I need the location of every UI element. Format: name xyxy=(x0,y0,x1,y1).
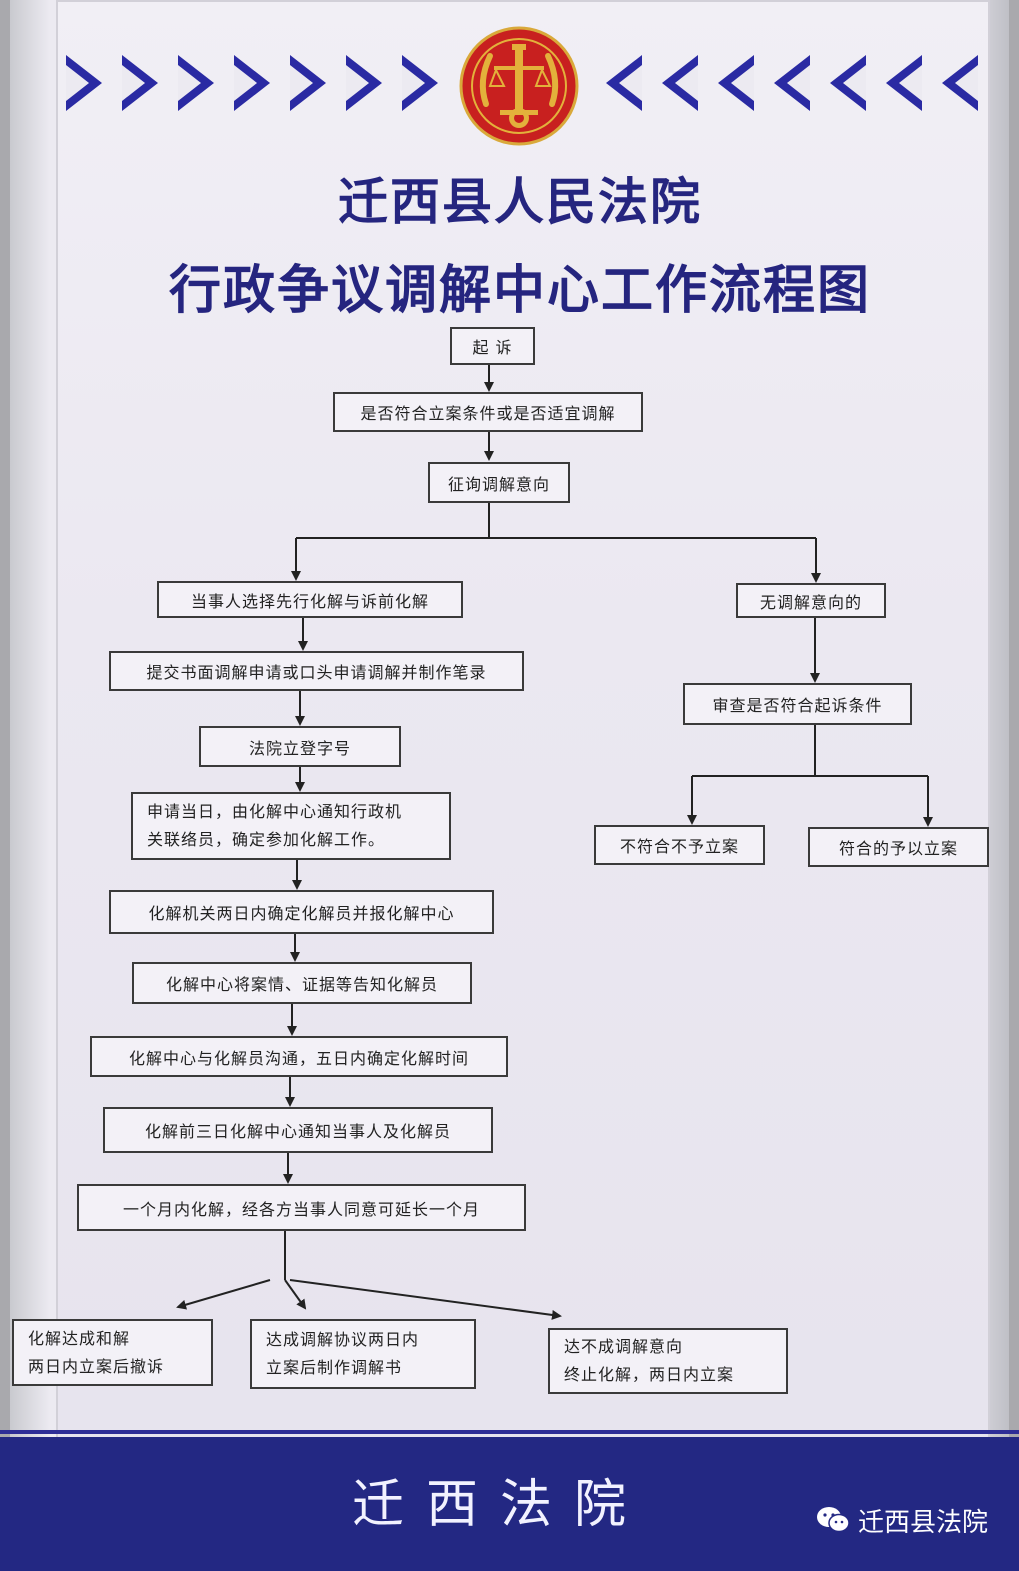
flow-node-submit-application: 提交书面调解申请或口头申请调解并制作笔录 xyxy=(109,651,524,691)
flow-outcome-no-agreement: 达不成调解意向 终止化解，两日内立案 xyxy=(548,1328,788,1394)
flow-node-confirm-mediator: 化解机关两日内确定化解员并报化解中心 xyxy=(109,890,494,934)
flow-node-file-suit: 起 诉 xyxy=(450,327,535,365)
chevron-left-icon xyxy=(606,55,642,111)
court-emblem-icon xyxy=(459,26,579,146)
footer-text: 迁西法院 xyxy=(351,1475,648,1535)
wechat-watermark: 迁西县法院 xyxy=(816,1500,988,1540)
flow-node-check-filing: 是否符合立案条件或是否适宜调解 xyxy=(333,392,643,432)
chevron-right-icon xyxy=(66,55,102,111)
watermark-text: 迁西县法院 xyxy=(858,1507,989,1538)
flow-node-register-number: 法院立登字号 xyxy=(199,726,401,767)
chevron-left-icon xyxy=(662,55,698,111)
flow-outcome-agreement: 达成调解协议两日内 立案后制作调解书 xyxy=(250,1319,476,1389)
flow-node-ask-intent: 征询调解意向 xyxy=(428,462,570,503)
flow-node-set-time: 化解中心与化解员沟通，五日内确定化解时间 xyxy=(90,1036,508,1077)
chevron-left-icon xyxy=(774,55,810,111)
title-line-1: 迁西县人民法院 xyxy=(338,173,702,231)
chevron-left-icon xyxy=(942,55,978,111)
flow-outcome-settlement: 化解达成和解 两日内立案后撤诉 xyxy=(12,1319,213,1386)
chevron-right-icon xyxy=(402,55,438,111)
chevron-left-icon xyxy=(718,55,754,111)
flow-node-filed: 符合的予以立案 xyxy=(808,827,989,867)
title-line-2: 行政争议调解中心工作流程图 xyxy=(168,261,871,321)
flow-node-no-intent: 无调解意向的 xyxy=(736,583,886,618)
footer-divider xyxy=(0,1430,1019,1434)
chevron-right-icon xyxy=(234,55,270,111)
flow-node-one-month: 一个月内化解，经各方当事人同意可延长一个月 xyxy=(77,1184,526,1231)
chevron-left-icon xyxy=(830,55,866,111)
poster-board xyxy=(56,0,990,1571)
flow-node-notify-parties: 化解前三日化解中心通知当事人及化解员 xyxy=(103,1107,493,1153)
wechat-icon xyxy=(817,1507,850,1533)
footer-banner xyxy=(0,1437,1019,1571)
flow-node-choose-mediation: 当事人选择先行化解与诉前化解 xyxy=(157,581,463,618)
flow-node-review-conditions: 审查是否符合起诉条件 xyxy=(683,683,912,725)
chevron-right-icon xyxy=(122,55,158,111)
flow-node-notify-liaison: 申请当日，由化解中心通知行政机 关联络员，确定参加化解工作。 xyxy=(131,792,451,860)
flow-node-inform-mediator: 化解中心将案情、证据等告知化解员 xyxy=(132,962,472,1004)
chevron-left-icon xyxy=(886,55,922,111)
chevron-right-icon xyxy=(346,55,382,111)
flow-node-not-filed: 不符合不予立案 xyxy=(594,825,765,865)
chevron-right-icon xyxy=(178,55,214,111)
chevron-right-icon xyxy=(290,55,326,111)
